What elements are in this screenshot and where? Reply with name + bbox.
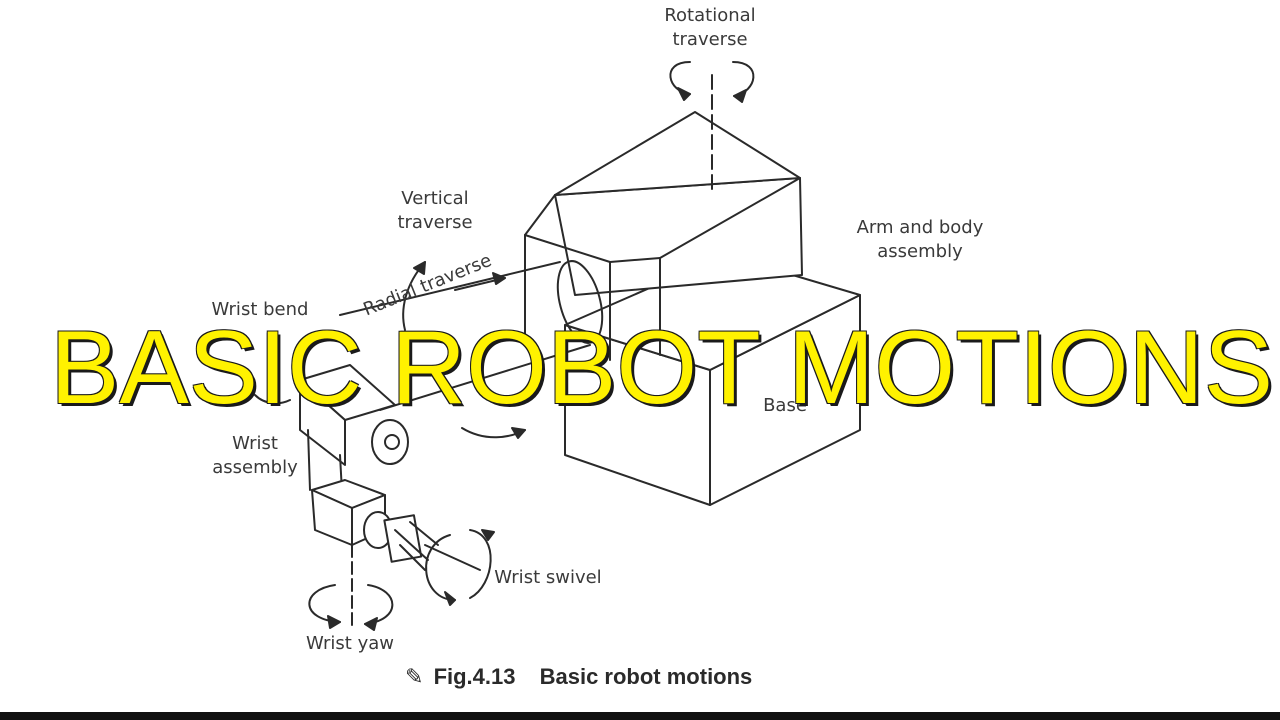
- radial-arm: [339, 260, 604, 411]
- caption-text: Basic robot motions: [539, 664, 753, 689]
- pencil-icon: ✎: [405, 664, 424, 689]
- label-wrist-bend: Wrist bend: [211, 299, 309, 320]
- gripper: [363, 511, 439, 571]
- label-rotational-traverse: Rotational traverse: [640, 4, 780, 52]
- caption-number: Fig.4.13: [433, 664, 516, 689]
- label-wrist-swivel: Wrist swivel: [494, 567, 602, 588]
- wrist-bend-arrow: [254, 394, 526, 439]
- base-block: [564, 254, 861, 506]
- swivel-axis-line: [424, 544, 481, 571]
- arm-body-block: [524, 111, 803, 361]
- label-arm-body-line2: assembly: [877, 241, 963, 262]
- label-wrist-assembly-line2: assembly: [212, 457, 298, 478]
- wrist-bend-block: [299, 364, 409, 466]
- label-arm-body-assembly: Arm and body assembly: [835, 216, 1005, 264]
- label-rotational-traverse-line2: traverse: [672, 29, 748, 50]
- label-wrist-assembly: Wrist assembly: [195, 432, 315, 480]
- label-vertical-traverse-line2: traverse: [397, 212, 473, 233]
- rotational-traverse-arrow: [669, 61, 755, 103]
- label-vertical-traverse-line1: Vertical: [401, 188, 469, 209]
- wrist-swivel-arrow: [425, 529, 495, 606]
- label-arm-body-line1: Arm and body: [856, 217, 984, 238]
- label-vertical-traverse: Vertical traverse: [370, 187, 500, 235]
- vertical-traverse-arrow: [402, 261, 426, 331]
- label-wrist-yaw: Wrist yaw: [306, 633, 394, 654]
- overlay-title: BASIC ROBOT MOTIONS: [50, 310, 1274, 426]
- bottom-bar: [0, 712, 1280, 720]
- figure-caption: ✎ Fig.4.13 Basic robot motions: [405, 664, 752, 690]
- label-rotational-traverse-line1: Rotational: [664, 5, 756, 26]
- label-base: Base: [763, 395, 807, 416]
- wrist-yaw-arrow: [308, 584, 394, 631]
- label-wrist-assembly-line1: Wrist: [232, 433, 278, 454]
